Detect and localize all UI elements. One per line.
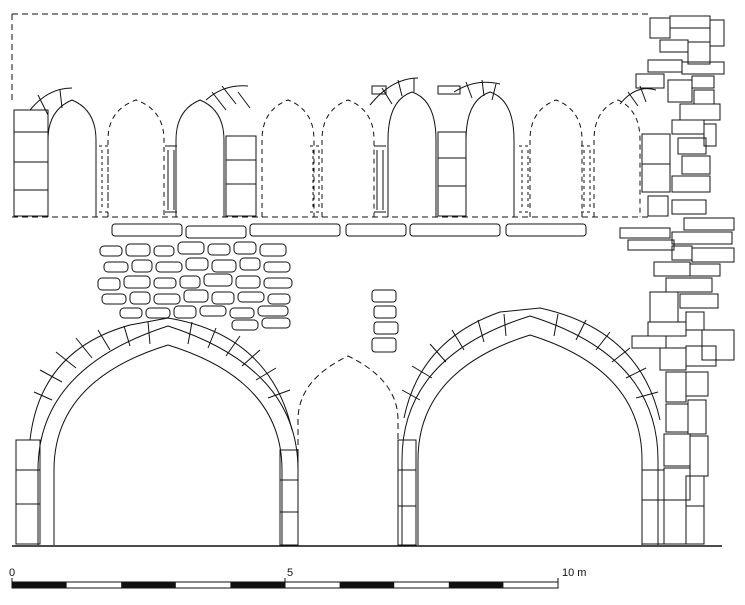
upper-arch-7-voussoirs [453, 79, 501, 101]
central-capital-block [437, 85, 461, 95]
upper-arch-9 [593, 99, 641, 217]
column-top-stones [371, 85, 387, 95]
upper-arch-1 [47, 99, 97, 217]
upper-arch-5 [321, 99, 375, 217]
great-arch-left-intrados [53, 344, 283, 545]
string-course [111, 223, 587, 239]
great-arch-left-joints [33, 321, 291, 401]
colonnettes [99, 145, 593, 213]
scale-bar-segment [121, 582, 176, 588]
upper-arch-7 [465, 91, 515, 217]
ruined-wall-right [619, 15, 735, 545]
scale-label-5: 5 [287, 567, 294, 579]
upper-arch-6-voussoirs [369, 77, 419, 106]
upper-arch-2 [107, 99, 165, 217]
isolated-stones [371, 289, 399, 353]
scale-bar-segment [230, 582, 285, 588]
scale-bar [11, 578, 559, 589]
scale-bar-segments [11, 578, 559, 588]
upper-arch-3-voussoirs [205, 85, 251, 111]
great-arch-left [15, 317, 299, 546]
great-arch-right-intrados [417, 334, 643, 545]
rubble-masonry [97, 241, 293, 331]
scale-label-0: 0 [9, 567, 16, 579]
upper-arch-8 [529, 99, 583, 217]
scale-bar-segment [448, 582, 504, 588]
pier-masonry [13, 109, 671, 217]
scale-bar-segment [339, 582, 395, 588]
upper-arch-4 [261, 99, 315, 217]
central-small-arch [297, 355, 399, 545]
upper-arch-3 [175, 99, 225, 217]
upper-arch-9-voussoirs [619, 85, 657, 107]
great-arch-left-outer [29, 317, 293, 441]
great-arch-right-extrados [401, 315, 659, 545]
great-arch-right-joints [401, 313, 659, 401]
great-arch-right [401, 307, 661, 545]
central-jamb-stones [397, 439, 417, 546]
scale-bar-segment [12, 582, 67, 588]
scale-label-10: 10 m [562, 567, 587, 579]
great-arch-left-extrados [37, 325, 299, 545]
upper-arch-6 [387, 91, 437, 217]
upper-arcade [13, 77, 671, 217]
upper-arch-1-voussoirs [29, 87, 73, 116]
